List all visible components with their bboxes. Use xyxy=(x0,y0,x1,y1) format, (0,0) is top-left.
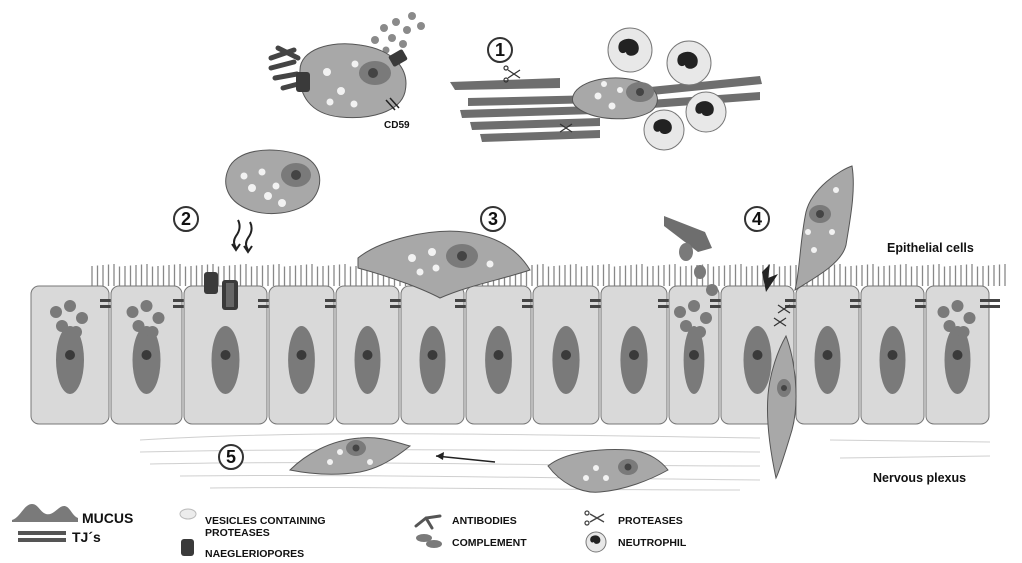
epithelial-cell xyxy=(111,286,193,424)
amoeba-stage-5-right xyxy=(548,450,668,493)
epithelial-cell xyxy=(269,286,345,424)
complement-icon xyxy=(416,534,442,548)
svg-text:5: 5 xyxy=(226,447,236,467)
epithelial-cell xyxy=(533,286,610,424)
amoeba-stage-4-upper xyxy=(795,166,853,290)
legend-complement-label: COMPLEMENT xyxy=(452,537,527,549)
epithelial-cell xyxy=(31,286,120,424)
svg-text:3: 3 xyxy=(488,209,498,229)
legend-vesicles-label-2: PROTEASES xyxy=(205,527,270,539)
step-2-marker: 2 xyxy=(174,207,198,231)
svg-text:1: 1 xyxy=(495,40,505,60)
epithelial-cell xyxy=(466,286,542,424)
legend-naegleriopores-label: NAEGLERIOPORES xyxy=(205,548,304,560)
step-3-marker: 3 xyxy=(481,207,505,231)
epithelial-cell xyxy=(336,286,410,424)
migration-arrow xyxy=(436,456,495,462)
epithelial-cell xyxy=(926,286,1000,424)
neutrophil-legend-icon xyxy=(586,532,606,552)
legend: MUCUS TJ´s VESICLES CONTAINING PROTEASES… xyxy=(12,504,687,560)
tight-junction-icon xyxy=(18,531,66,542)
svg-text:2: 2 xyxy=(181,209,191,229)
epithelial-cell xyxy=(601,286,678,424)
svg-text:4: 4 xyxy=(752,209,762,229)
legend-mucus-label: MUCUS xyxy=(82,510,133,526)
secretion-arrows xyxy=(232,220,252,252)
step-1-marker: 1 xyxy=(488,38,512,62)
naegleriopore-legend-icon xyxy=(181,539,194,556)
epithelial-cells-label: Epithelial cells xyxy=(887,241,974,255)
legend-vesicles-label-1: VESICLES CONTAINING xyxy=(205,515,326,527)
legend-tjs-label: TJ´s xyxy=(72,529,101,545)
nervous-plexus-label: Nervous plexus xyxy=(873,471,966,485)
neutrophil-icon xyxy=(608,28,652,72)
legend-proteases-label: PROTEASES xyxy=(618,515,683,527)
epithelial-cell xyxy=(861,286,935,424)
epithelial-cell xyxy=(401,286,475,424)
epithelial-cell xyxy=(796,286,870,424)
cd59-label: CD59 xyxy=(384,120,410,131)
legend-antibodies-label: ANTIBODIES xyxy=(452,515,517,527)
complement-granules xyxy=(371,12,425,54)
epithelium xyxy=(31,264,1005,424)
vesicle-icon xyxy=(180,509,196,519)
naegleriopore-icon xyxy=(296,72,310,92)
step-5-marker: 5 xyxy=(219,445,243,469)
stage-1-amoeba-immune-evasion: CD59 xyxy=(271,12,425,131)
proteases-scissors-icon xyxy=(585,511,604,525)
legend-neutrophil-label: NEUTROPHIL xyxy=(618,537,687,549)
antibody-icon xyxy=(416,516,440,528)
step-4-marker: 4 xyxy=(745,207,769,231)
mucus-icon xyxy=(12,504,78,522)
